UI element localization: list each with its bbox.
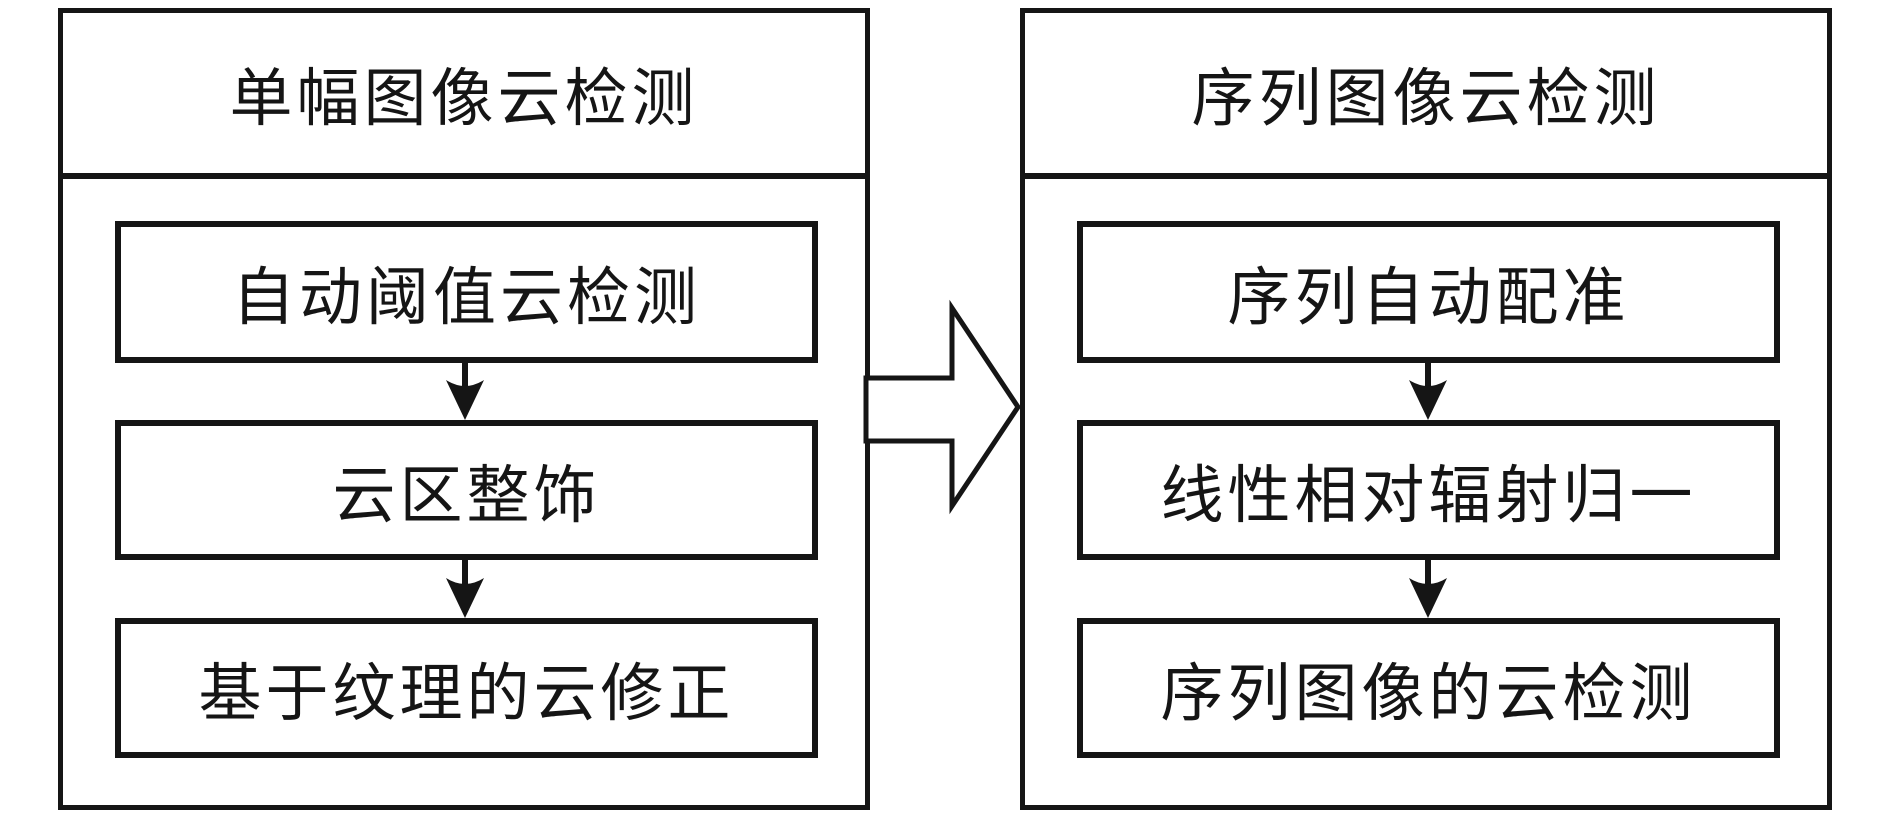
step-box-sequence-image-cloud-detection: 序列图像的云检测	[1077, 618, 1780, 758]
down-arrow-icon	[1409, 557, 1447, 618]
step-box-sequence-auto-registration: 序列自动配准	[1077, 221, 1780, 363]
down-arrow-icon	[446, 557, 484, 618]
step-box-linear-relative-radiometric-normalization: 线性相对辐射归一	[1077, 420, 1780, 560]
down-arrow-icon	[1409, 359, 1447, 420]
down-arrow-icon	[446, 359, 484, 420]
step-box-auto-threshold-cloud-detection: 自动阈值云检测	[115, 221, 818, 363]
single-image-panel-title: 单幅图像云检测	[63, 13, 865, 179]
flow-right-arrow-icon	[863, 299, 1022, 515]
step-box-texture-based-cloud-correction: 基于纹理的云修正	[115, 618, 818, 758]
sequence-image-panel-title: 序列图像云检测	[1025, 13, 1827, 179]
step-box-cloud-region-refinement: 云区整饰	[115, 420, 818, 560]
